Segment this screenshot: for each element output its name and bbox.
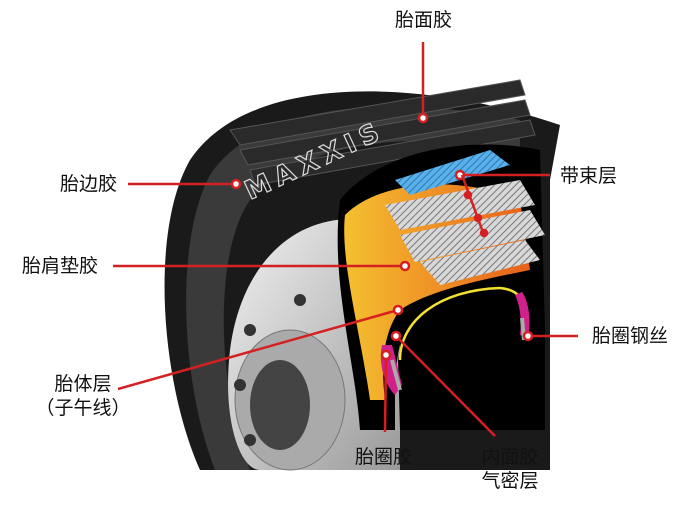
belt-4 [420,240,540,285]
belt-3 [400,210,545,262]
label-bead-wire: 胎圈钢丝 [592,325,669,347]
label-belt: 带束层 [560,165,618,187]
label-tread: 胎面胶 [395,9,453,31]
label-inner-line2: 气密层 [481,470,539,492]
label-carcass-line2: （子午线） [35,397,131,419]
label-carcass-line1: 胎体层 [54,373,112,395]
leader-lines [113,42,578,437]
bead-right [515,292,530,338]
label-carcass: 胎体层 （子午线） [28,372,138,420]
inner-chamber [398,287,545,430]
tread-blocks [229,79,536,186]
belt-2 [385,180,535,230]
label-inner-liner: 内面胶 气密层 [465,445,555,493]
label-shoulder: 胎肩垫胶 [22,255,99,277]
belt-blue [395,150,510,195]
label-bead-rubber: 胎圈胶 [355,446,413,468]
label-inner-line1: 内面胶 [481,446,539,468]
label-sidewall: 胎边胶 [60,173,118,195]
